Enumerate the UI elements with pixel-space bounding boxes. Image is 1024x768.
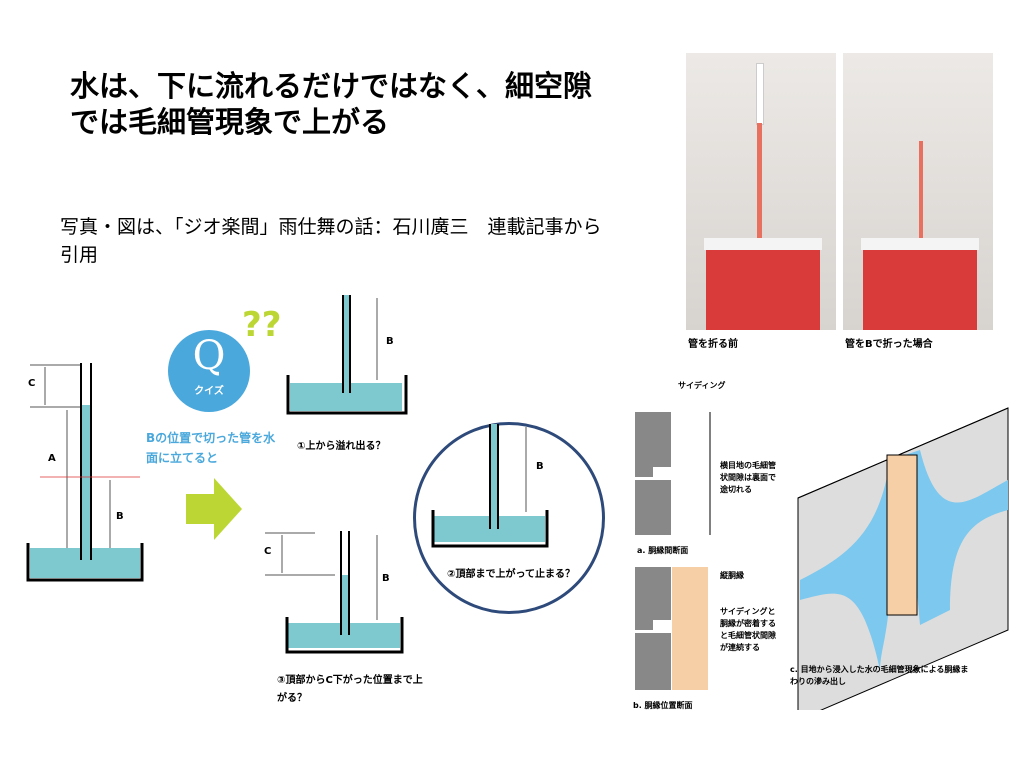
caption-c: c. 目地から浸入した水の毛細管現象による胴縁まわりの滲み出し bbox=[790, 665, 969, 686]
label-a: A bbox=[48, 453, 56, 464]
caption-b: b. 胴縁位置断面 bbox=[633, 701, 693, 710]
tube-diagram bbox=[26, 363, 144, 582]
caption-a: a. 胴縁間断面 bbox=[637, 546, 689, 555]
photo-before bbox=[686, 53, 836, 330]
note-a: 横目地の毛細管状間隙は裏面で途切れる bbox=[720, 461, 776, 494]
slide-subtitle: 写真・図は、「ジオ楽間」雨仕舞の話：石川廣三 連載記事から引用 bbox=[60, 216, 602, 266]
label-b: B bbox=[116, 511, 124, 522]
answer-circle bbox=[413, 422, 605, 614]
option3-text[interactable]: ③頂部からC下がった位置まで上がる？ bbox=[277, 675, 423, 704]
photo-after bbox=[843, 53, 993, 330]
note-b: サイディングと胴縁が密着すると毛細管状間隙が連続する bbox=[720, 607, 776, 652]
furring-label: 縦胴縁 bbox=[720, 571, 744, 580]
option1-text[interactable]: ①上から溢れ出る？ bbox=[297, 441, 386, 452]
option3-label-b: B bbox=[382, 573, 390, 584]
question-marks: ?? bbox=[242, 305, 282, 345]
siding-diagram bbox=[635, 407, 1009, 710]
option2-diagram bbox=[431, 424, 549, 548]
option3-diagram bbox=[265, 531, 404, 654]
option2-text[interactable]: ②頂部まで上がって止まる？ bbox=[447, 569, 575, 580]
option1-diagram bbox=[286, 295, 408, 415]
label-c: C bbox=[28, 378, 36, 389]
siding-label: サイディング bbox=[678, 381, 726, 390]
quiz-prompt: Bの位置で切った管を水面に立てると bbox=[146, 431, 276, 465]
photo-before-caption: 管を折る前 bbox=[688, 339, 738, 350]
photo-after-caption: 管をBで折った場合 bbox=[845, 339, 933, 350]
option1-label-b: B bbox=[386, 336, 394, 347]
option2-label-b: B bbox=[536, 461, 544, 472]
quiz-badge: Q クイズ bbox=[168, 330, 250, 412]
slide-title: 水は、下に流れるだけではなく、細空隙では毛細管現象で上がる bbox=[70, 69, 593, 139]
option3-label-c: C bbox=[264, 546, 272, 557]
green-arrow-icon bbox=[186, 478, 242, 540]
